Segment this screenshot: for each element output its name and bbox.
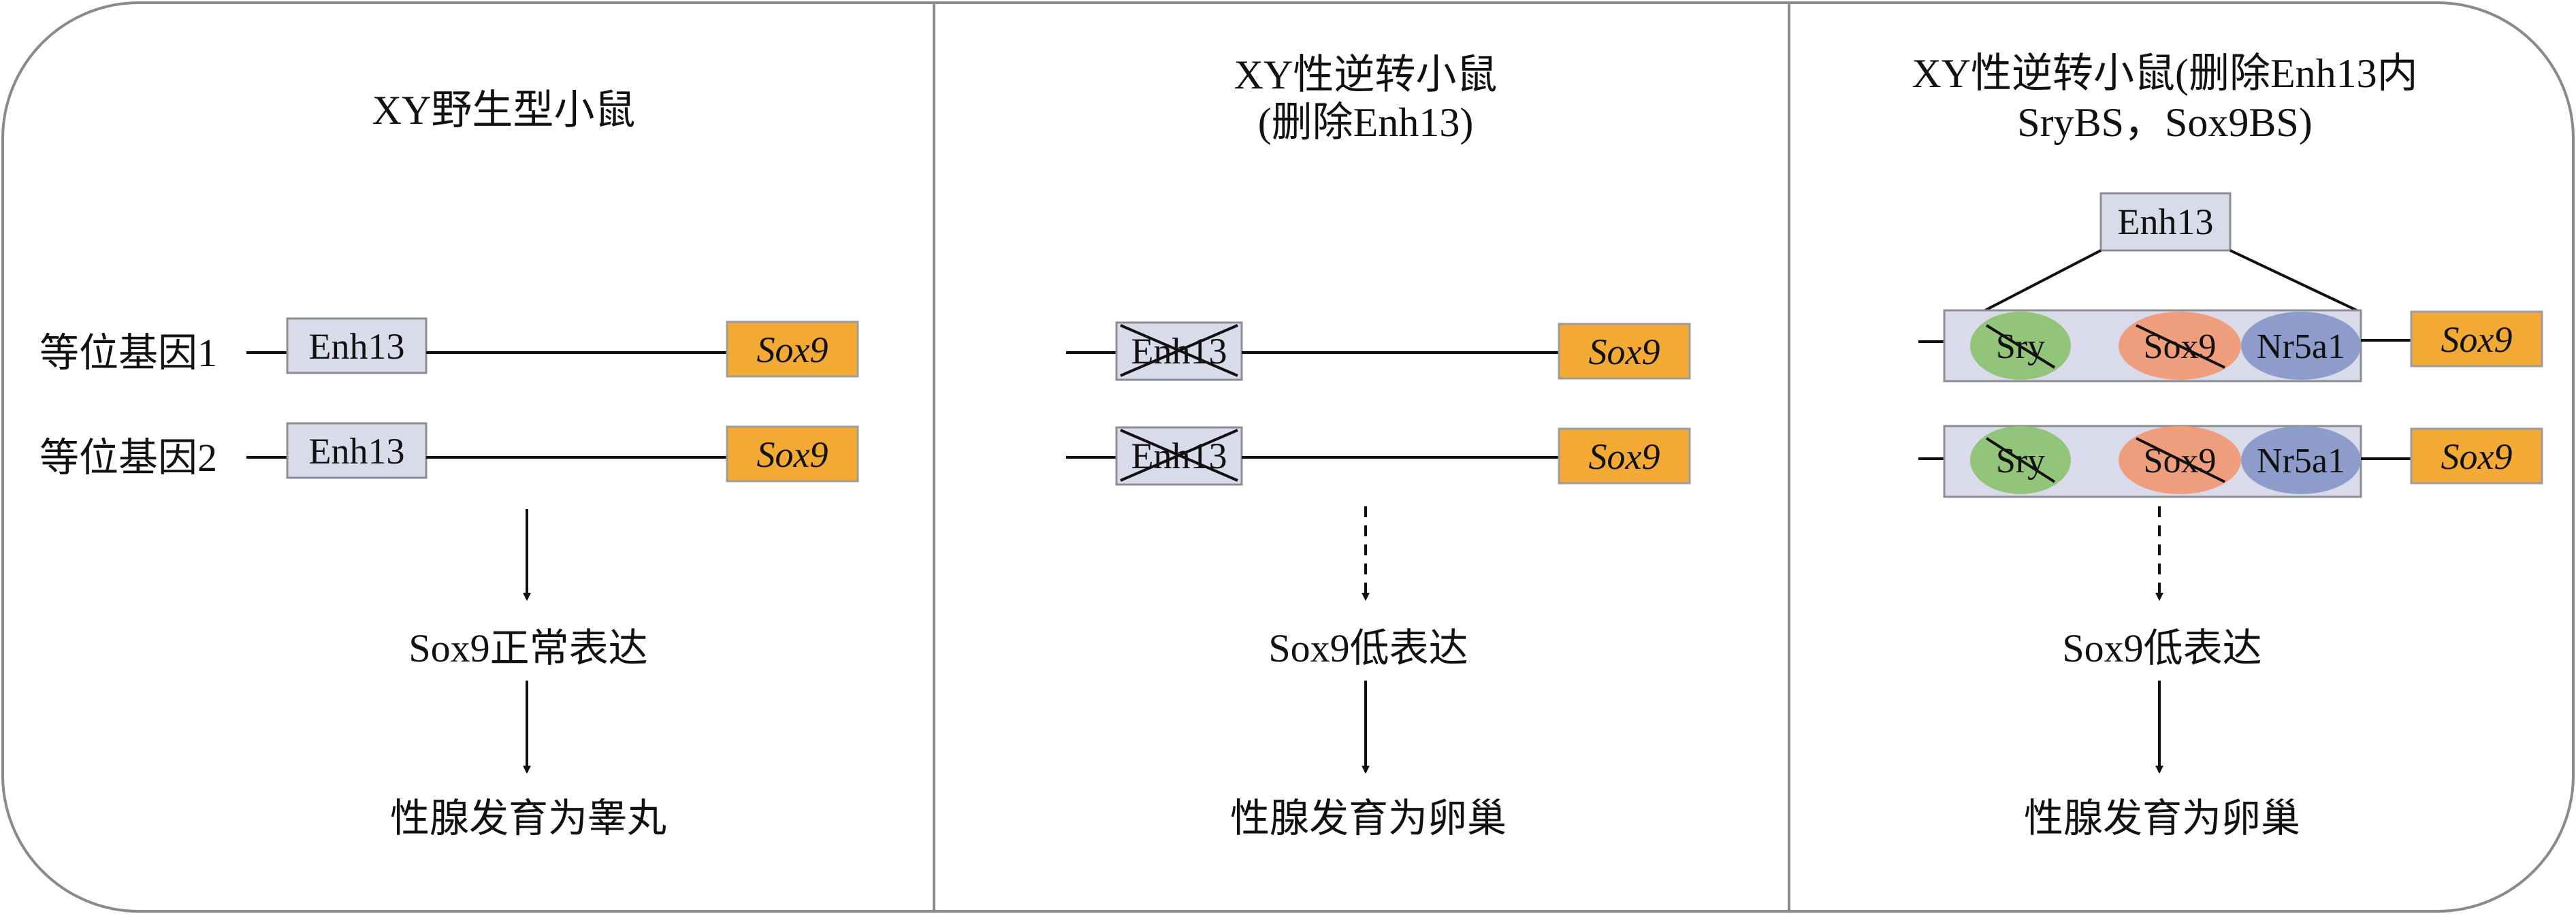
enh13-box: [286, 317, 428, 374]
expression-label: Sox9正常表达: [408, 626, 647, 670]
nr5a1-binding-label: Nr5a1: [2257, 327, 2345, 366]
allele-1-label: 等位基因1: [39, 331, 217, 375]
sox9-gene-label: Sox9: [2441, 319, 2513, 360]
panel-binding-sites-deleted: XY性逆转小鼠(删除Enh13内 SryBS，Sox9BS) Enh13 Sry…: [1912, 51, 2543, 840]
nr5a1-binding-label: Nr5a1: [2257, 442, 2345, 480]
sox9-gene-box: [2410, 310, 2543, 368]
sox9-gene-label: Sox9: [757, 329, 828, 370]
deletion-cross-mark: [1120, 429, 1238, 482]
panel-title-line-1: XY性逆转小鼠: [1234, 52, 1498, 97]
sox9-gene-label: Sox9: [1589, 436, 1660, 477]
deletion-cross-mark: [2136, 324, 2225, 369]
nr5a1-binding-site: [2241, 426, 2361, 494]
enh13-label: Enh13: [2118, 201, 2214, 242]
sox9-gene-label: Sox9: [2441, 436, 2513, 477]
sox9-gene-box: [1558, 427, 1691, 485]
deletion-cross-mark: [1120, 324, 1238, 377]
outcome-label: 性腺发育为卵巢: [2024, 796, 2300, 840]
deletion-cross-mark: [2136, 437, 2225, 483]
panel-title-line-2: (删除Enh13): [1258, 100, 1474, 145]
panel-enh13-deleted: XY性逆转小鼠 (删除Enh13) Enh13 Sox9 Enh13 Sox9 …: [1066, 52, 1691, 840]
sox9-gene-box: [2410, 427, 2543, 485]
enh13-box: [286, 422, 428, 479]
panel-wildtype: XY野生型小鼠 等位基因1 Enh13 Sox9 等位基因2 Enh13 Sox…: [39, 88, 859, 840]
zoom-line-left: [1984, 249, 2102, 312]
sox9-gene-box: [726, 321, 859, 378]
panel-title-line-2: SryBS，Sox9BS): [2017, 100, 2312, 145]
panel-title: XY野生型小鼠: [372, 88, 636, 133]
panel-title-line-1: XY性逆转小鼠(删除Enh13内: [1912, 51, 2417, 96]
outcome-label: 性腺发育为卵巢: [1230, 796, 1507, 840]
enh13-label: Enh13: [309, 326, 405, 367]
sox9-gene-label: Sox9: [1589, 331, 1660, 372]
outcome-label: 性腺发育为睾丸: [390, 796, 666, 840]
allele-2-label: 等位基因2: [39, 436, 217, 480]
enh13-zoom-box: [2099, 192, 2232, 252]
nr5a1-binding-site: [2241, 312, 2361, 380]
sox9-gene-box: [726, 425, 859, 483]
sox9-gene-label: Sox9: [757, 434, 828, 475]
expression-label: Sox9低表达: [1268, 626, 1468, 670]
enh13-label: Enh13: [309, 431, 405, 472]
expression-label: Sox9低表达: [2062, 626, 2261, 670]
deletion-cross-mark: [1985, 437, 2056, 483]
zoom-line-right: [2229, 249, 2357, 312]
sox9-gene-box: [1558, 323, 1691, 380]
deletion-cross-mark: [1985, 324, 2056, 369]
